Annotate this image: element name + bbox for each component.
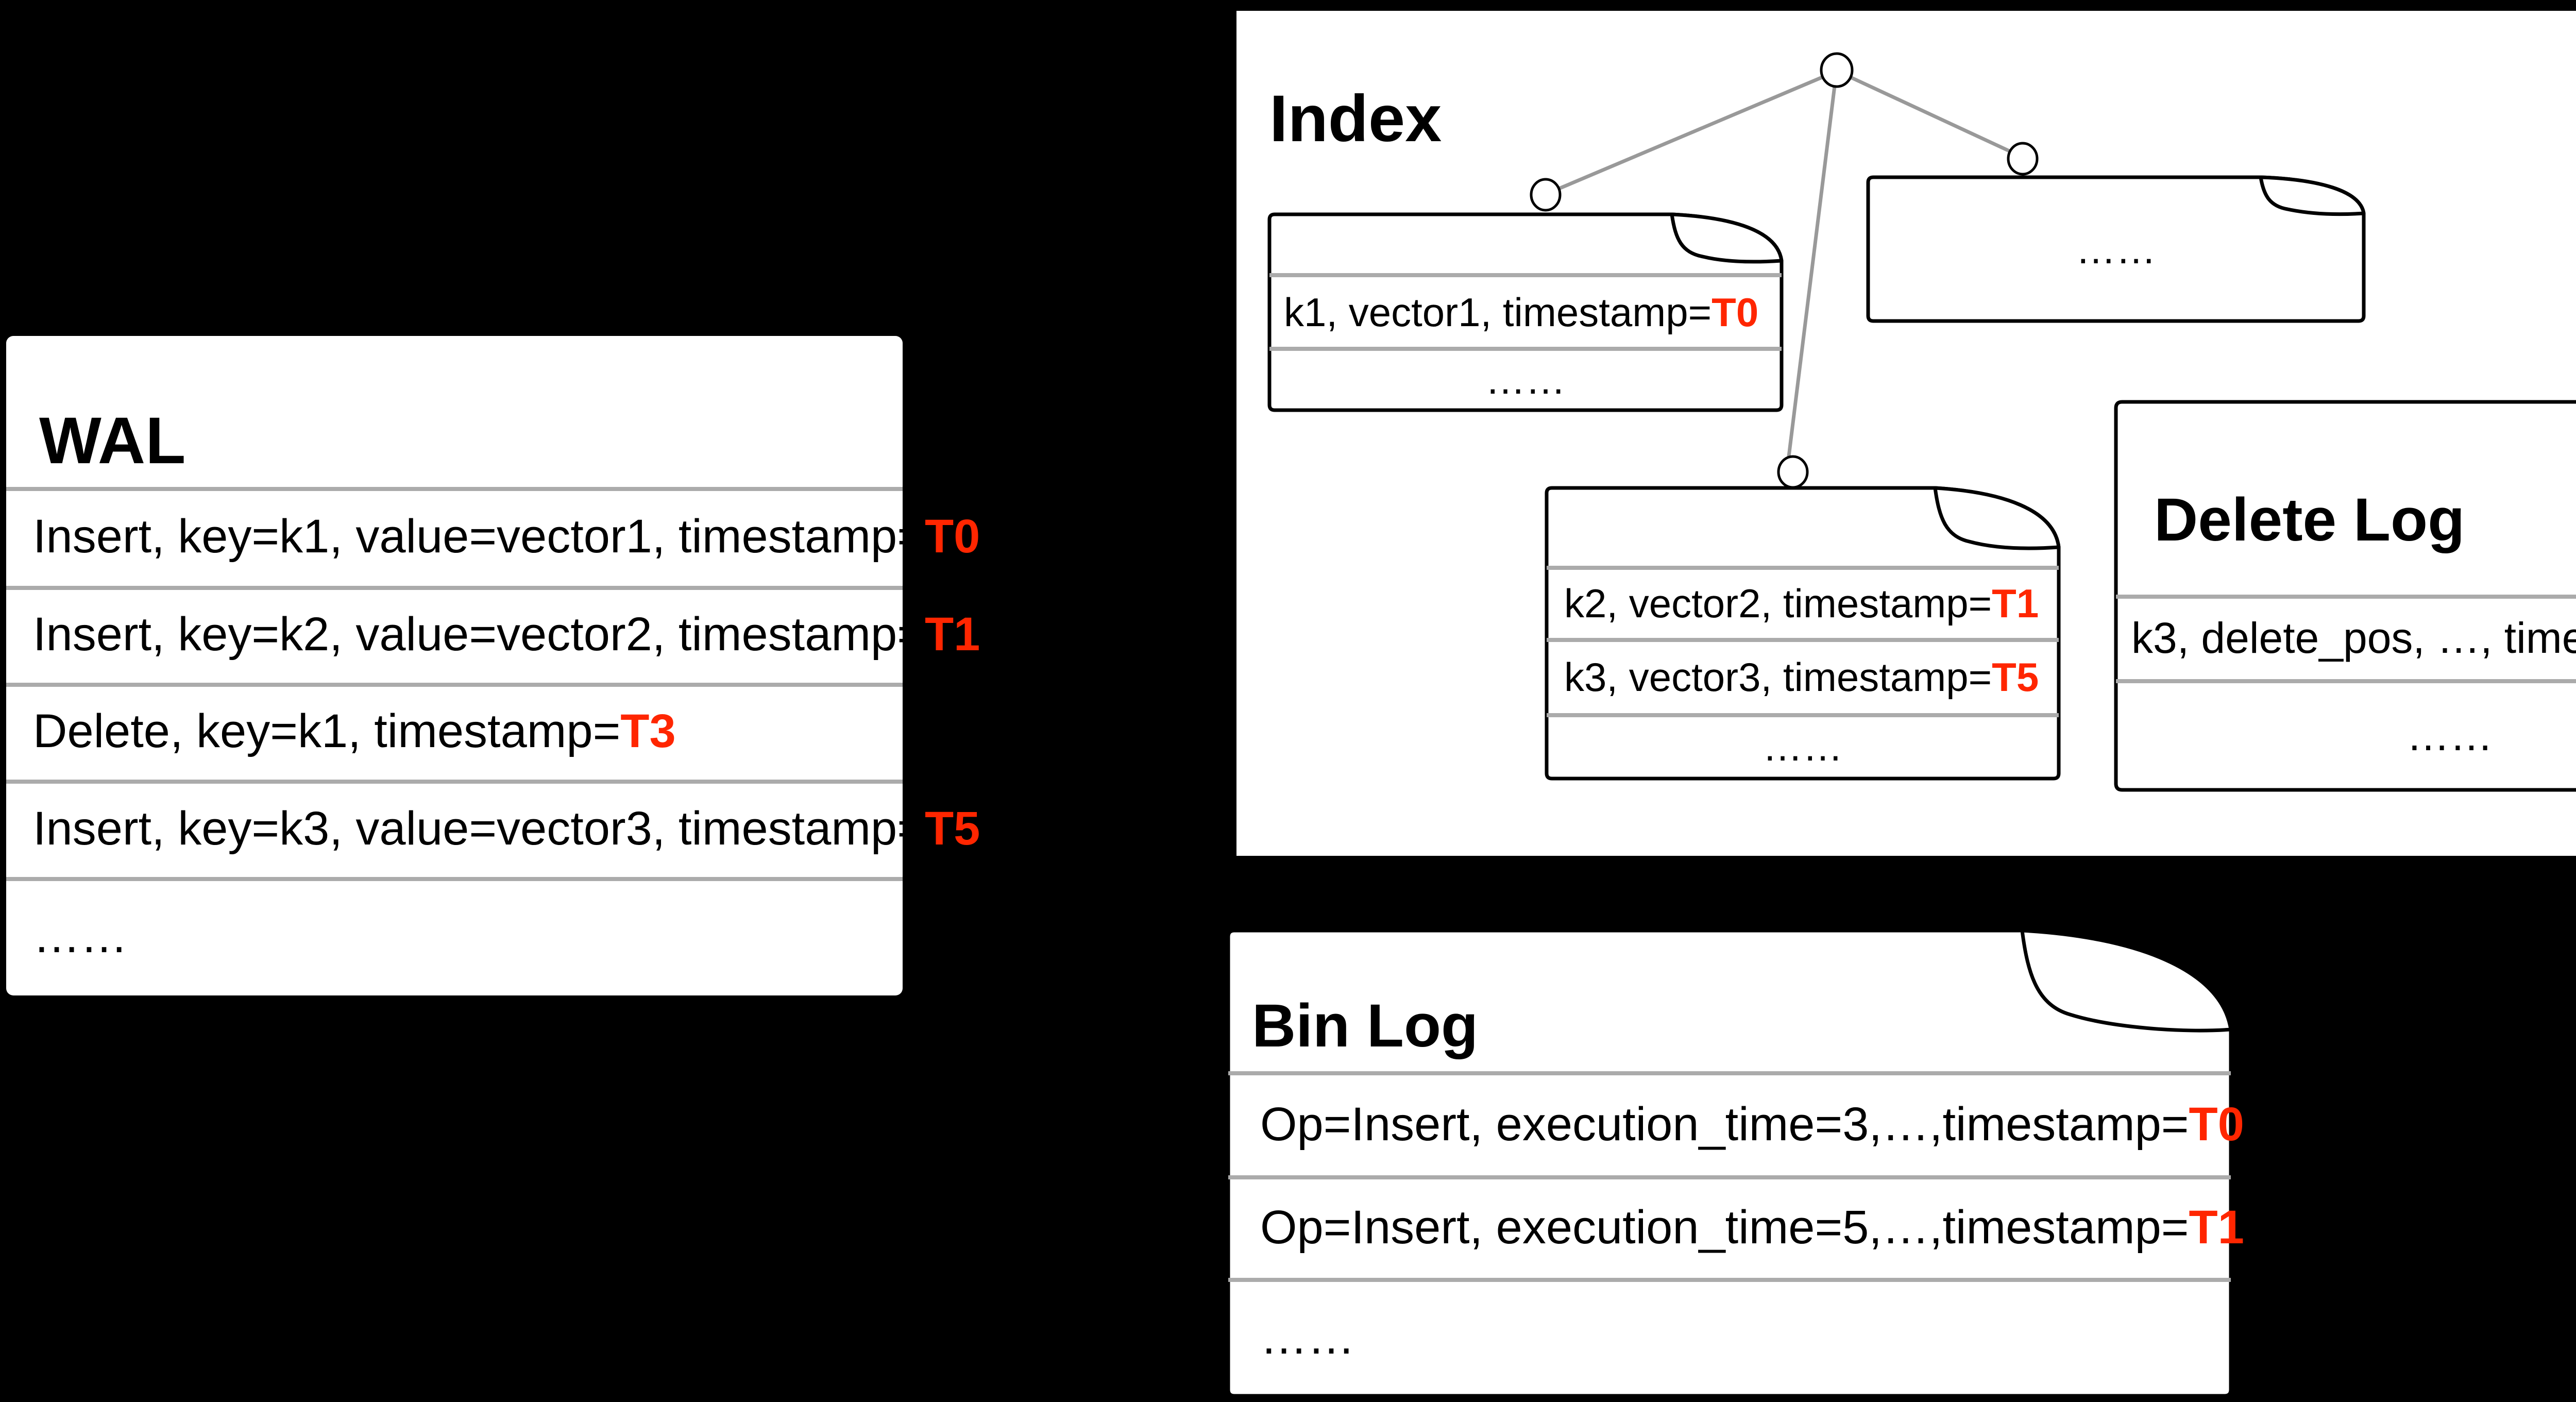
- wal-divider: [6, 586, 903, 590]
- document-sheet-icon: [1267, 212, 1784, 412]
- timestamp-value: T1: [924, 608, 980, 661]
- bin-log-divider: [1228, 1278, 2231, 1282]
- delete-log-divider: [2116, 679, 2576, 683]
- index-segment-doc-2: k2, vector2, timestamp=T1 k3, vector3, t…: [1545, 486, 2061, 781]
- segment-entry-ellipsis: ……: [1868, 177, 2364, 321]
- delete-log-divider: [2116, 595, 2576, 599]
- segment-divider: [1269, 347, 1782, 351]
- segment-entry-text: k1, vector1, timestamp=: [1284, 289, 1712, 335]
- tree-edge: [1558, 75, 1824, 191]
- bin-log-doc: Bin Log Op=Insert, execution_time=3,…,ti…: [1226, 928, 2244, 1398]
- index-tree-graph: [1530, 52, 2039, 489]
- segment-entry-text: k3, vector3, timestamp=: [1564, 654, 1992, 700]
- segment-divider: [1547, 638, 2059, 642]
- wal-entry: Delete, key=k1, timestamp=T3: [6, 683, 903, 780]
- segment-divider: [1269, 273, 1782, 277]
- wal-entry: Insert, key=k2, value=vector2, timestamp…: [6, 586, 980, 683]
- wal-entry-text: Delete, key=k1, timestamp=: [33, 705, 621, 757]
- bin-log-entry-text: Op=Insert, execution_time=5,…,timestamp=: [1260, 1201, 2189, 1254]
- segment-entry-text: ……: [2076, 226, 2156, 272]
- index-segment-doc-3: ……: [1866, 175, 2366, 323]
- wal-entry-ellipsis: ……: [6, 877, 903, 995]
- tree-root-node: [1820, 52, 1854, 88]
- tree-child-node: [2007, 142, 2039, 176]
- segment-entry-text: ……: [1485, 357, 1566, 402]
- timestamp-value: T1: [1992, 581, 2039, 626]
- document-sheet-icon: [1545, 486, 2061, 781]
- wal-entry: Insert, key=k1, value=vector1, timestamp…: [6, 487, 980, 586]
- delete-log-entry-ellipsis: ……: [2116, 681, 2576, 790]
- delete-log-entry: k3, delete_pos, …, timestamp=T3: [2116, 596, 2576, 679]
- delete-log-doc: Delete Log k3, delete_pos, …, timestamp=…: [2114, 400, 2576, 792]
- bin-log-title: Bin Log: [1252, 991, 1479, 1060]
- bin-log-entry-ellipsis: ……: [1228, 1279, 2231, 1396]
- index-title: Index: [1269, 82, 1442, 156]
- bin-log-entry: Op=Insert, execution_time=3,…,timestamp=…: [1228, 1073, 2244, 1175]
- tree-child-node: [1530, 178, 1562, 212]
- wal-divider: [6, 683, 903, 687]
- bin-log-entry-text: ……: [1260, 1311, 1355, 1364]
- segment-divider: [1547, 713, 2059, 717]
- bin-log-divider: [1228, 1175, 2231, 1179]
- wal-entry-text: Insert, key=k3, value=vector3, timestamp…: [33, 802, 925, 855]
- wal-entry-text: Insert, key=k2, value=vector2, timestamp…: [33, 608, 925, 661]
- segment-entry-ellipsis: ……: [1547, 715, 2059, 779]
- timestamp-value: T5: [1992, 654, 2039, 700]
- timestamp-value: T1: [2189, 1201, 2244, 1254]
- timestamp-value: T3: [620, 705, 676, 757]
- wal-entry-text: Insert, key=k1, value=vector1, timestamp…: [33, 510, 925, 563]
- segment-entry: k3, vector3, timestamp=T5: [1547, 639, 2059, 715]
- wal-panel: WAL Insert, key=k1, value=vector1, times…: [6, 336, 980, 995]
- wal-divider: [6, 487, 903, 491]
- timestamp-value: T0: [2189, 1097, 2244, 1151]
- delete-log-entry-text: ……: [2406, 711, 2493, 759]
- index-panel: Index k1, vector1, timestamp=T0 ……: [1233, 8, 2576, 859]
- timestamp-value: T5: [924, 802, 980, 855]
- bin-log-entry-text: Op=Insert, execution_time=3,…,timestamp=: [1260, 1097, 2189, 1151]
- segment-entry-text: k2, vector2, timestamp=: [1564, 581, 1992, 626]
- document-sheet-icon: [1866, 175, 2366, 323]
- tree-child-node: [1777, 455, 1809, 489]
- bin-log-divider: [1228, 1071, 2231, 1075]
- wal-entry: Insert, key=k3, value=vector3, timestamp…: [6, 780, 980, 877]
- wal-divider: [6, 780, 903, 784]
- index-segment-doc-1: k1, vector1, timestamp=T0 ……: [1267, 212, 1784, 412]
- wal-entry-text: ……: [33, 910, 128, 962]
- tree-edge: [1787, 86, 1837, 457]
- timestamp-value: T0: [1711, 289, 1759, 335]
- delete-log-entry-text: k3, delete_pos, …, timestamp=: [2131, 613, 2576, 662]
- wal-title: WAL: [39, 404, 186, 478]
- segment-entry: k2, vector2, timestamp=T1: [1547, 567, 2059, 639]
- segment-divider: [1547, 566, 2059, 570]
- tree-edge: [1850, 75, 2010, 153]
- segment-entry: k1, vector1, timestamp=T0: [1269, 275, 1782, 349]
- delete-log-title: Delete Log: [2154, 485, 2465, 554]
- segment-entry-ellipsis: ……: [1269, 349, 1782, 410]
- timestamp-value: T0: [924, 510, 980, 563]
- wal-divider: [6, 877, 903, 881]
- segment-entry-text: ……: [1762, 724, 1843, 769]
- bin-log-entry: Op=Insert, execution_time=5,…,timestamp=…: [1228, 1177, 2244, 1278]
